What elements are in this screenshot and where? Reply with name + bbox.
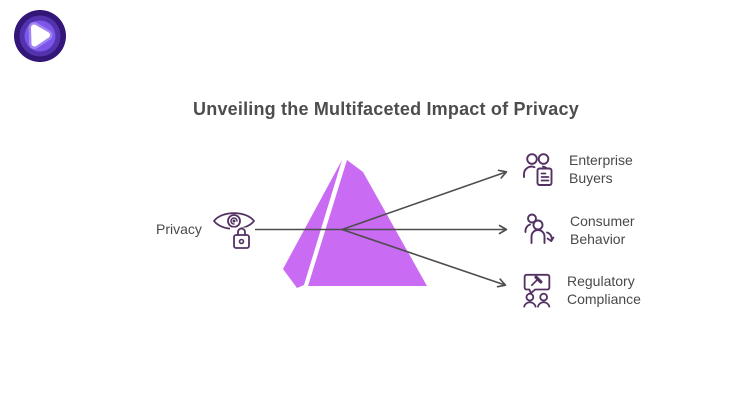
output-consumer-behavior: Consumer Behavior xyxy=(521,208,662,252)
privacy-label: Privacy xyxy=(156,221,202,237)
eye-spiral xyxy=(230,217,238,225)
brand-logo xyxy=(14,10,66,62)
ray-bottom xyxy=(341,228,507,288)
eye-iris xyxy=(227,214,241,228)
privacy-eye-lock-icon xyxy=(213,212,255,250)
person-head xyxy=(537,153,550,165)
eye-pupil-dot xyxy=(232,219,236,223)
lock-backdrop xyxy=(229,227,253,250)
regulatory-icon-group xyxy=(523,273,551,308)
person-head xyxy=(525,292,535,302)
person-head xyxy=(527,213,537,224)
privacy-source: Privacy xyxy=(156,206,256,254)
person-shoulders xyxy=(523,165,536,178)
gavel-head xyxy=(534,275,543,284)
person-head xyxy=(539,292,548,302)
logo-blob xyxy=(31,24,50,47)
person-head xyxy=(526,153,538,165)
enterprise-buyers-icon xyxy=(523,153,553,186)
speech-bubble xyxy=(523,273,551,295)
prism-main-face xyxy=(308,160,427,286)
consumer-icon-group xyxy=(524,213,555,244)
person-torso xyxy=(530,229,546,244)
eye-lock-group xyxy=(213,212,255,250)
down-arrowhead-icon xyxy=(546,236,555,243)
prism-left-facet xyxy=(283,160,342,288)
regulatory-compliance-icon xyxy=(523,273,551,308)
output-label: Regulatory Compliance xyxy=(567,273,641,307)
consumer-behavior-icon xyxy=(524,213,555,244)
output-label: Enterprise Buyers xyxy=(569,152,633,186)
output-enterprise-buyers: Enterprise Buyers xyxy=(520,147,661,191)
lock-keyhole xyxy=(238,238,245,245)
person-shoulders xyxy=(537,301,551,308)
page-title: Unveiling the Multifaceted Impact of Pri… xyxy=(193,99,579,119)
eye-outline xyxy=(213,212,255,230)
output-regulatory-compliance: Regulatory Compliance xyxy=(518,268,659,312)
enterprise-icon-group xyxy=(523,153,553,186)
lock-shackle xyxy=(237,227,246,236)
ray-top xyxy=(341,169,508,231)
gavel-handle xyxy=(530,279,538,287)
person-shoulders xyxy=(523,301,537,308)
person-shoulders xyxy=(524,223,531,233)
output-label: Consumer Behavior xyxy=(570,213,635,247)
lock-body xyxy=(233,234,250,249)
person-head xyxy=(532,219,544,231)
